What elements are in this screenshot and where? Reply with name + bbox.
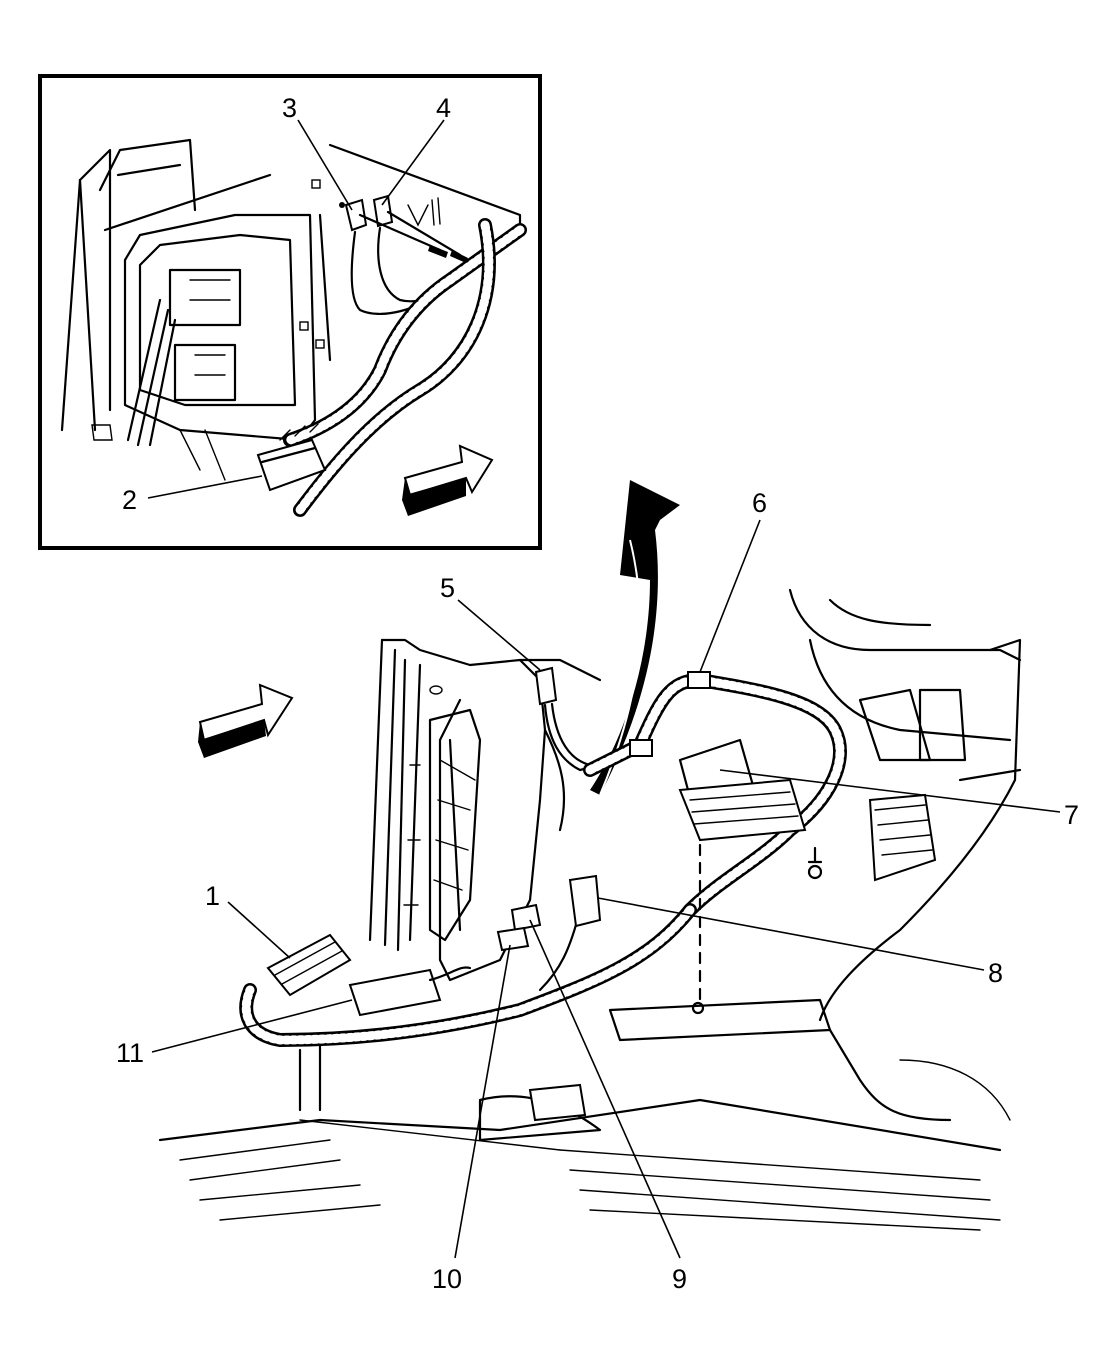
callout-5: 5 <box>440 573 455 603</box>
inset-detail-view <box>38 74 542 550</box>
forward-arrow-icon <box>402 444 494 516</box>
main-connector-1 <box>266 933 352 997</box>
callout-6: 6 <box>752 488 767 518</box>
callout-9: 9 <box>672 1264 687 1294</box>
main-firewall-harness <box>583 671 847 917</box>
inset-connector <box>256 423 327 492</box>
forward-arrow-icon <box>198 683 294 758</box>
callout-11: 11 <box>116 1038 144 1068</box>
callout-labels: 3 4 2 5 6 7 1 8 11 10 9 <box>116 93 1079 1294</box>
main-ground-lead <box>534 666 622 772</box>
kick-panel <box>368 638 602 982</box>
callout-2: 2 <box>122 485 137 515</box>
leader-5 <box>457 599 541 671</box>
inset-pillar <box>60 138 272 441</box>
leader-10 <box>454 944 511 1259</box>
leader-6 <box>699 519 761 673</box>
pedal-area <box>678 588 1022 1022</box>
callout-4: 4 <box>436 93 451 123</box>
inset-harness <box>283 218 527 517</box>
inset-junction-block <box>123 213 317 481</box>
main-connector-11 <box>348 966 472 1017</box>
leader-9 <box>529 919 681 1259</box>
leader-8 <box>597 897 985 971</box>
leader-3 <box>297 119 353 211</box>
floor-panel <box>158 998 1011 1231</box>
leader-7 <box>719 769 1061 813</box>
callout-10: 10 <box>432 1264 462 1294</box>
main-connectors-8-9-10 <box>496 874 602 952</box>
leader-11 <box>151 999 353 1053</box>
leader-4 <box>381 119 445 206</box>
callout-8: 8 <box>988 958 1003 988</box>
callout-1: 1 <box>205 881 220 911</box>
leader-2 <box>147 475 263 499</box>
callout-7: 7 <box>1064 800 1079 830</box>
leader-1 <box>227 901 291 959</box>
main-view <box>151 519 1061 1259</box>
callout-3: 3 <box>282 93 297 123</box>
